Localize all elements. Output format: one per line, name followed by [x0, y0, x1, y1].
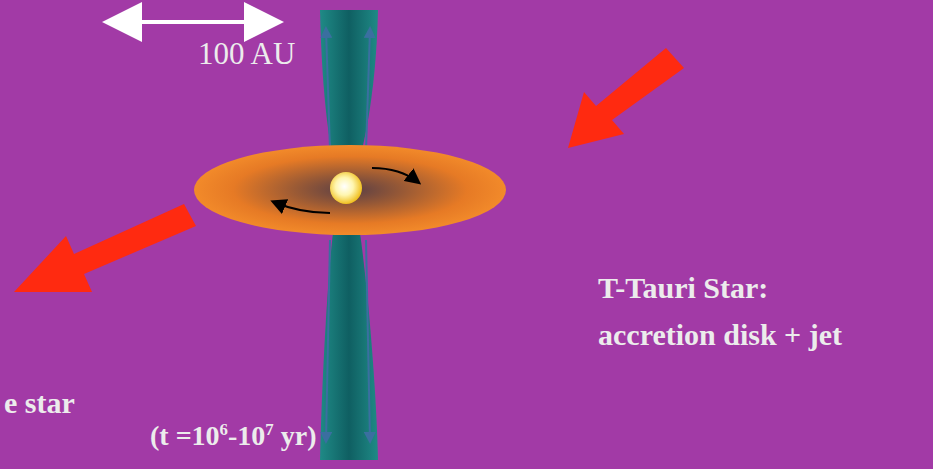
time-label: (t =106-107 yr): [150, 420, 316, 452]
time-text: (t =10: [150, 420, 220, 451]
scale-arrow: [122, 20, 264, 24]
time-text: -10: [228, 420, 265, 451]
stage-label: e star: [4, 386, 75, 420]
accretion-disk: [194, 145, 506, 235]
scale-label: 100 AU: [198, 36, 295, 72]
red-arrow: [14, 204, 196, 292]
time-text: yr): [281, 420, 317, 451]
red-arrow: [568, 48, 684, 148]
exponent: 6: [220, 420, 228, 439]
star: [330, 172, 362, 204]
stage-label: T-Tauri Star: accretion disk + jet: [598, 264, 848, 358]
exponent: 7: [265, 420, 273, 439]
